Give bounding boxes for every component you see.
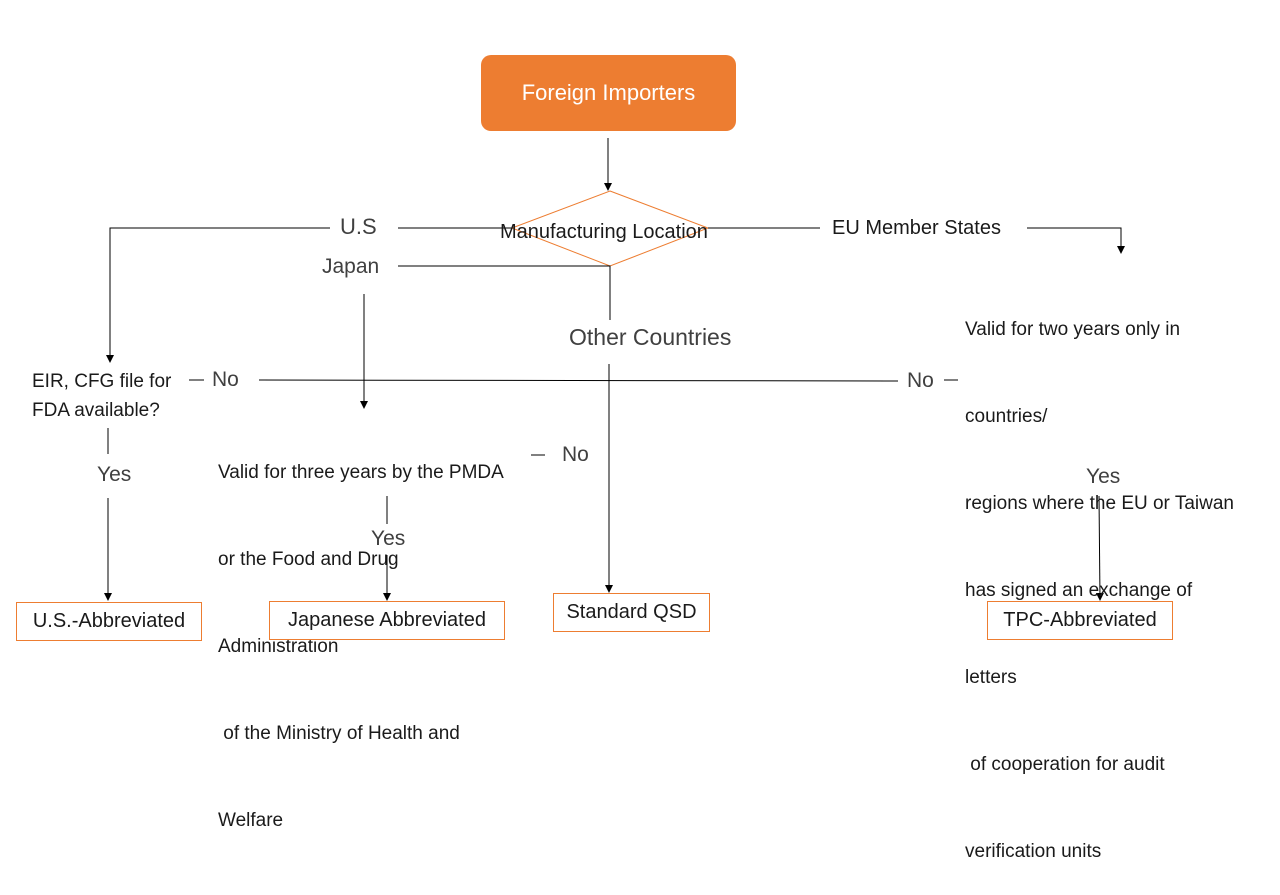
condition-japan-line-5: Welfare	[218, 810, 284, 831]
line-us-branch	[106, 227, 330, 363]
branch-label-us: U.S	[340, 214, 377, 239]
arrow-eu-yes	[1095, 495, 1104, 601]
condition-japan-line-2: or the Food and Drug	[218, 549, 399, 570]
condition-us-line-2: FDA available?	[32, 400, 160, 421]
decision-label: Manufacturing Location	[500, 221, 708, 243]
line-no-horizontal	[258, 379, 899, 382]
line-eu-branch	[1027, 227, 1125, 254]
condition-us-line-1: EIR, CFG file for	[32, 371, 172, 392]
outcome-japanese-abbreviated: Japanese Abbreviated	[269, 601, 505, 640]
outcome-standard-label: Standard QSD	[566, 601, 697, 623]
outcome-us-abbreviated: U.S.-Abbreviated	[16, 602, 202, 641]
answer-yes-us: Yes	[97, 463, 132, 486]
answer-no-eu: No	[907, 369, 934, 392]
outcome-japan-label: Japanese Abbreviated	[288, 609, 486, 631]
condition-us: EIR, CFG file for FDA available?	[32, 367, 192, 425]
condition-eu-line-3: regions where the EU or Taiwan	[965, 493, 1234, 514]
condition-eu-line-4: has signed an exchange of	[965, 580, 1193, 601]
start-label: Foreign Importers	[521, 80, 696, 105]
condition-eu-line-5: letters	[965, 667, 1017, 688]
outcome-tpc-label: TPC-Abbreviated	[1003, 609, 1157, 631]
outcome-standard-qsd: Standard QSD	[553, 593, 710, 632]
condition-eu-line-1: Valid for two years only in	[965, 319, 1181, 340]
condition-eu-line-2: countries/	[965, 406, 1048, 427]
branch-label-eu: EU Member States	[832, 217, 1001, 239]
branch-label-other: Other Countries	[569, 324, 732, 350]
answer-no-japan: No	[562, 443, 589, 466]
outcome-us-label: U.S.-Abbreviated	[32, 610, 186, 632]
condition-eu-line-6: of cooperation for audit	[965, 754, 1165, 775]
condition-eu: Valid for two years only in countries/ r…	[965, 257, 1277, 895]
condition-japan-line-1: Valid for three years by the PMDA	[218, 462, 504, 483]
answer-yes-japan: Yes	[371, 527, 406, 550]
line-japan-branch	[398, 265, 611, 320]
condition-japan-line-3: Administration	[218, 636, 339, 657]
outcome-tpc-abbreviated: TPC-Abbreviated	[987, 601, 1173, 640]
connector-lines	[104, 138, 1125, 601]
start-node: Foreign Importers	[481, 55, 736, 131]
branch-label-japan: Japan	[322, 255, 380, 278]
condition-japan-line-4: of the Ministry of Health and	[218, 723, 460, 744]
answer-yes-eu: Yes	[1086, 465, 1121, 488]
answer-no-us: No	[212, 368, 239, 391]
condition-eu-line-7: verification units	[965, 841, 1102, 862]
